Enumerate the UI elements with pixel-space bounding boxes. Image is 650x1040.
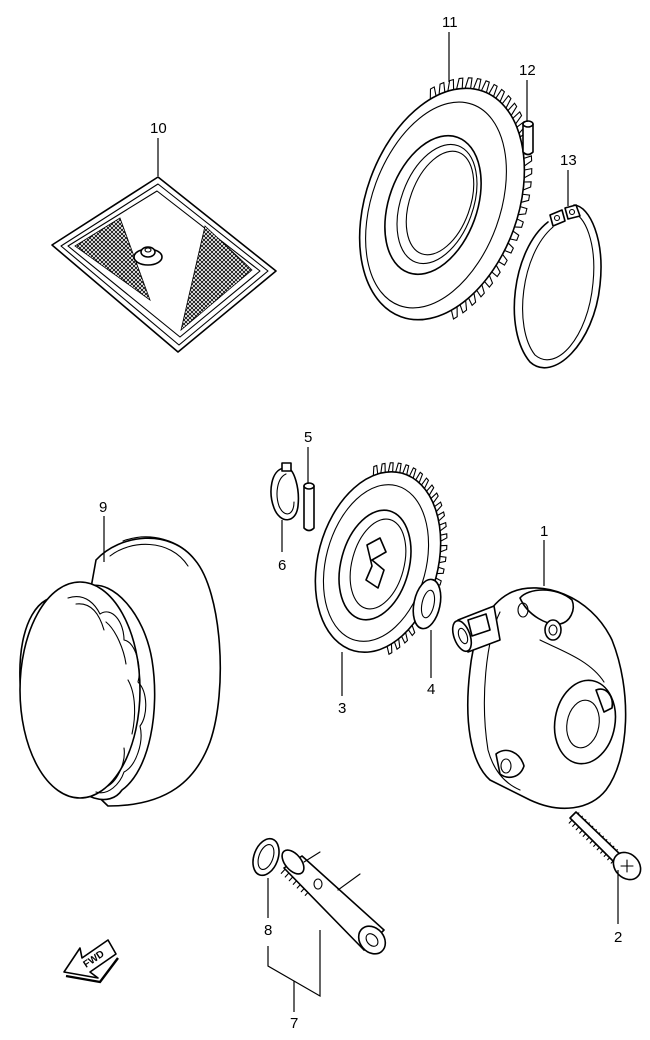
callout-3: 3 — [338, 700, 346, 717]
part-circlip-large — [513, 204, 602, 369]
callout-12: 12 — [519, 62, 536, 79]
part-o-ring — [252, 837, 280, 877]
callout-4: 4 — [427, 681, 435, 698]
callout-10: 10 — [150, 120, 167, 137]
callout-5: 5 — [304, 429, 312, 446]
callout-1: 1 — [540, 523, 548, 540]
fwd-direction-arrow: FWD — [63, 939, 119, 984]
part-washer — [412, 578, 442, 630]
part-oil-pump-body — [451, 587, 627, 810]
callout-7: 7 — [290, 1015, 298, 1032]
callout-9: 9 — [99, 499, 107, 516]
part-screw — [568, 811, 642, 881]
part-drive-gear — [314, 462, 448, 656]
callout-2: 2 — [614, 929, 622, 946]
callout-labels: 11 12 13 10 5 6 9 1 3 4 2 8 7 — [99, 14, 622, 1032]
part-pin-small — [303, 482, 315, 532]
part-circlip-small — [270, 462, 300, 521]
part-pin-upper — [522, 120, 534, 156]
callout-8: 8 — [264, 922, 272, 939]
callout-6: 6 — [278, 557, 286, 574]
part-oil-filter — [19, 536, 222, 807]
callout-11: 11 — [442, 14, 458, 31]
part-relief-valve — [280, 849, 387, 955]
part-driven-gear — [358, 77, 533, 321]
callout-13: 13 — [560, 152, 577, 169]
leader-lines — [103, 32, 619, 1012]
part-oil-strainer — [51, 176, 277, 353]
